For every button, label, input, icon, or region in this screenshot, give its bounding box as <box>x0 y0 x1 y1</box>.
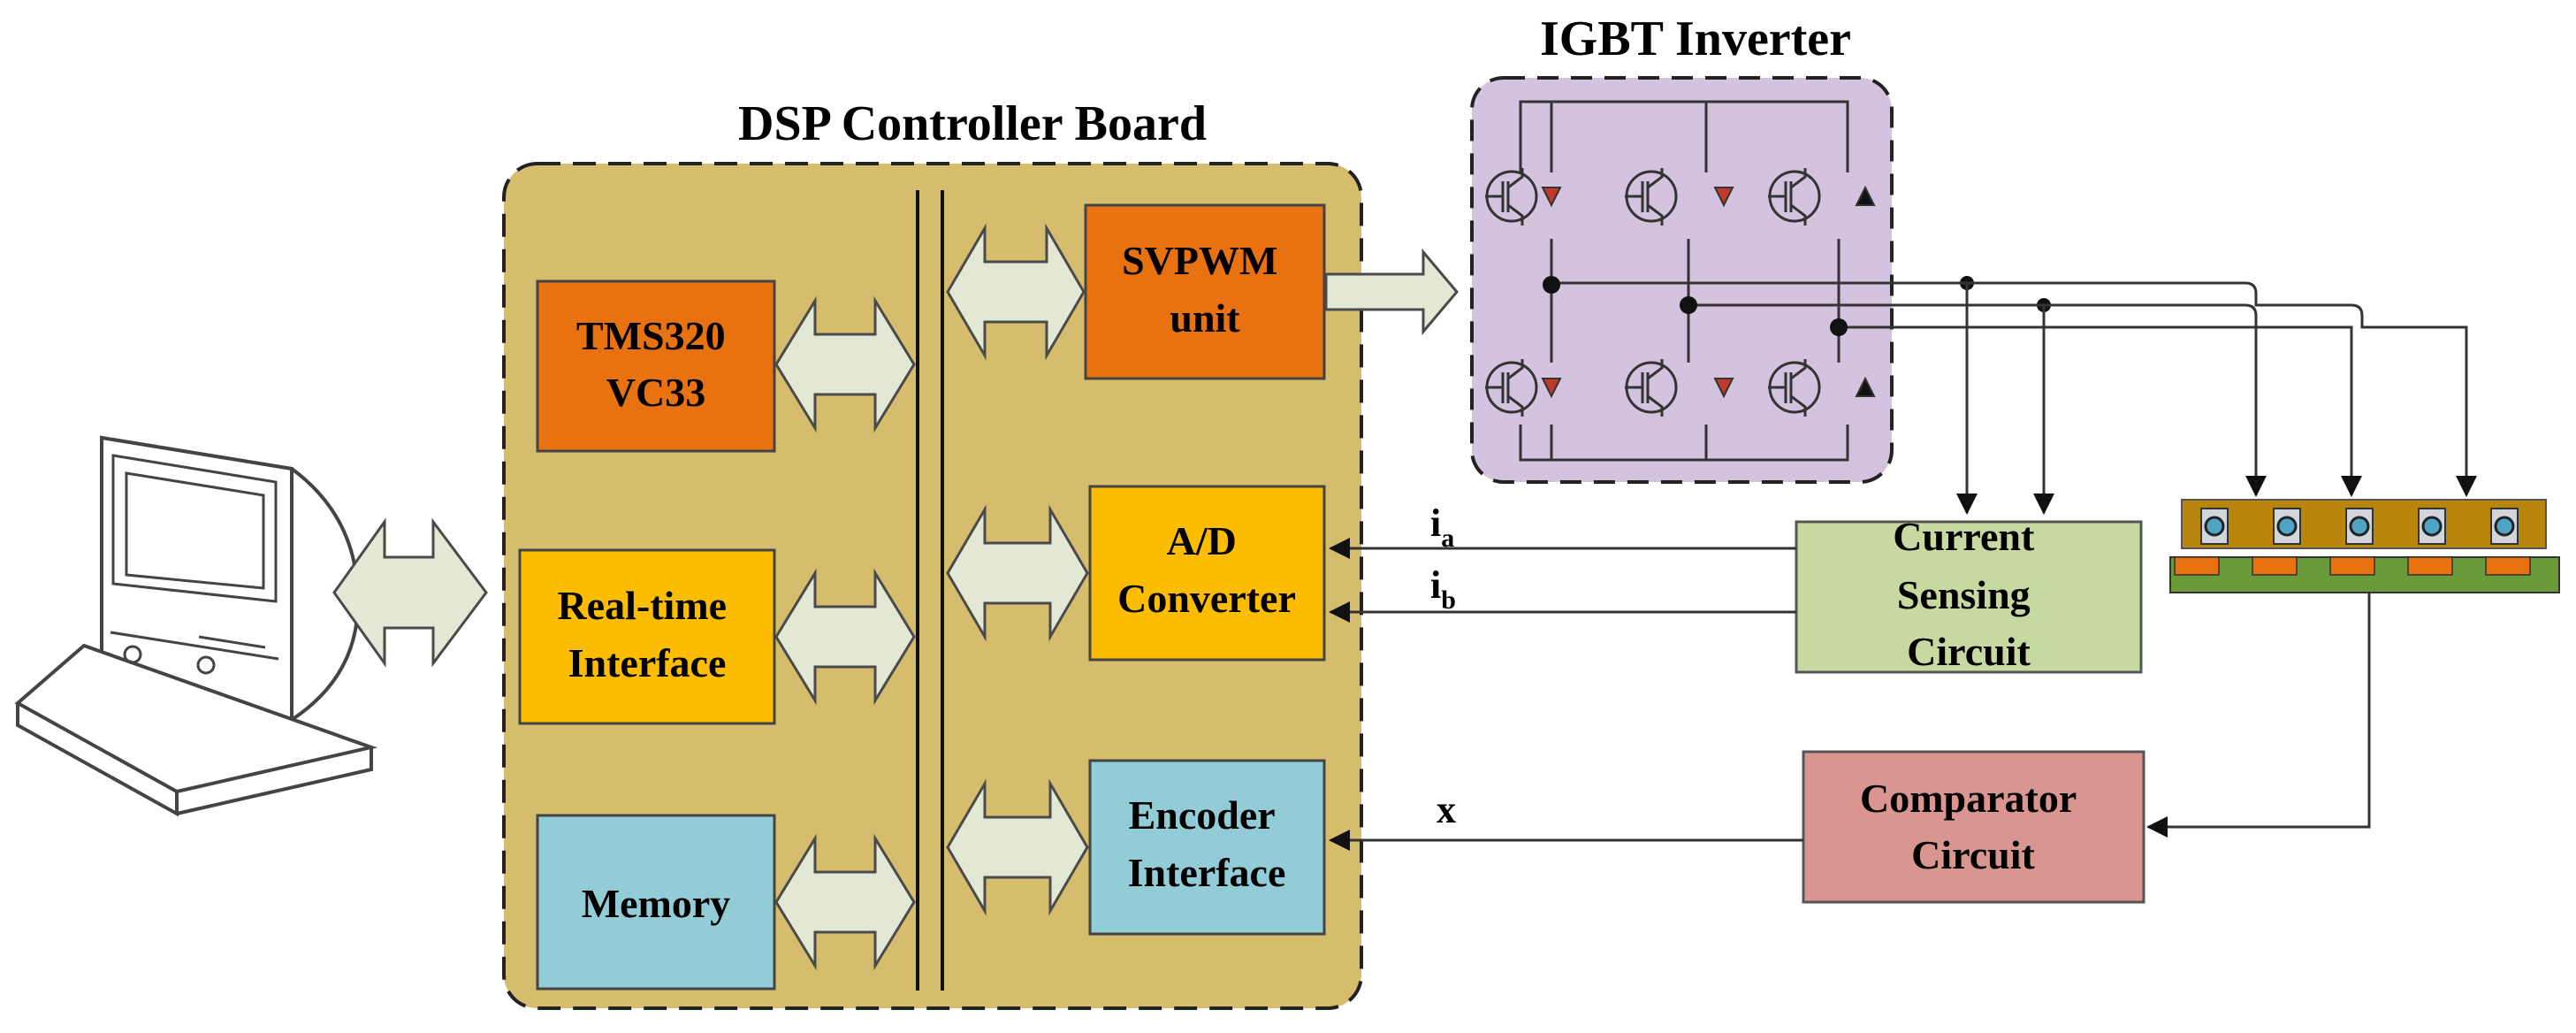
current-sensing-label-line3: Circuit <box>1907 629 2031 674</box>
igbt-switch-bottom-a <box>1485 359 1538 417</box>
comparator-label-line2: Circuit <box>1911 832 2035 877</box>
encoder-interface-block: Encoder Interface <box>1088 759 1326 936</box>
svpwm-to-inverter-arrow <box>1324 248 1459 336</box>
junction-dot <box>1680 296 1697 314</box>
comparator-block: Comparator Circuit <box>1802 750 2145 904</box>
tms320-label-line2: VC33 <box>606 370 705 415</box>
tms320-block: TMS320 VC33 <box>536 279 776 453</box>
igbt-bridge-circuit <box>1519 100 1865 462</box>
tms320-label-line1: TMS320 <box>576 313 726 358</box>
diode-top-a <box>1541 187 1562 208</box>
junction-dot <box>1830 318 1848 336</box>
junction-dot <box>1543 276 1560 294</box>
memory-block: Memory <box>536 814 776 991</box>
ia-signal-label: ia <box>1430 501 1454 553</box>
igbt-inverter-box <box>1470 76 1894 484</box>
diode-top-c <box>1855 185 1876 206</box>
igbt-switch-top-a <box>1485 168 1538 226</box>
realtime-interface-block: Real-time Interface <box>518 548 776 725</box>
current-sensing-label-line2: Sensing <box>1897 572 2031 617</box>
svg-text:Real-time Interface: Real-time Interface <box>557 583 736 685</box>
pc-board-double-arrow <box>332 517 488 668</box>
realtime-interface-label-line1: Real-time <box>557 583 727 628</box>
dsp-board-title: DSP Controller Board <box>738 96 1207 151</box>
tms320-bus-double-arrow <box>774 295 916 433</box>
current-sensing-block: Current Sensing Circuit <box>1795 514 2143 674</box>
igbt-switch-top-b <box>1625 168 1678 226</box>
diode-bottom-b <box>1713 378 1734 399</box>
encoder-interface-label-line2: Interface <box>1128 850 1286 895</box>
svg-text:A/D Converter: A/D Converter <box>1117 518 1296 621</box>
svg-text:Current Sensing Ci: Current Sensing Circuit <box>1893 514 2045 674</box>
memory-bus-double-arrow <box>774 833 916 971</box>
motor-to-comparator-wire <box>2146 593 2371 838</box>
igbt-switch-top-c <box>1768 168 1821 226</box>
realtime-bus-double-arrow <box>774 568 916 706</box>
phase-output-wires <box>1865 281 2477 515</box>
diode-bottom-c <box>1855 376 1876 397</box>
encoder-bus-double-arrow <box>946 778 1089 916</box>
svg-text:TMS320 VC33: TMS320 VC33 <box>576 313 735 415</box>
realtime-interface-label-line2: Interface <box>568 640 727 685</box>
svg-text:Memory: Memory <box>582 881 731 926</box>
x-signal-label: x <box>1437 788 1456 831</box>
svpwm-label-line1: SVPWM <box>1122 238 1277 283</box>
igbt-inverter-title: IGBT Inverter <box>1540 11 1851 66</box>
current-sensing-label-line1: Current <box>1893 514 2035 559</box>
diode-bottom-a <box>1541 378 1562 399</box>
comparator-label-line1: Comparator <box>1860 776 2077 821</box>
igbt-switch-bottom-c <box>1768 359 1821 417</box>
linear-motor-icon <box>2169 499 2560 593</box>
ad-converter-block: A/D Converter <box>1088 485 1326 662</box>
svg-text:Encoder Interface: Encoder Interface <box>1128 792 1286 895</box>
encoder-interface-label-line1: Encoder <box>1129 792 1276 838</box>
igbt-switch-bottom-b <box>1625 359 1678 417</box>
svg-text:SVPWM unit: SVPWM unit <box>1122 238 1288 341</box>
ib-signal-label: ib <box>1430 563 1456 615</box>
ad-converter-label-line1: A/D <box>1167 518 1237 563</box>
svg-text:Comparator Circuit: Comparator Circuit <box>1860 776 2086 877</box>
ad-converter-label-line2: Converter <box>1117 576 1296 621</box>
svpwm-bus-double-arrow <box>946 223 1086 361</box>
diode-top-b <box>1713 187 1734 208</box>
memory-label: Memory <box>582 881 731 926</box>
svpwm-block: SVPWM unit <box>1084 203 1326 380</box>
ad-bus-double-arrow <box>946 504 1089 642</box>
computer-icon <box>14 435 378 817</box>
svpwm-label-line2: unit <box>1170 295 1240 341</box>
